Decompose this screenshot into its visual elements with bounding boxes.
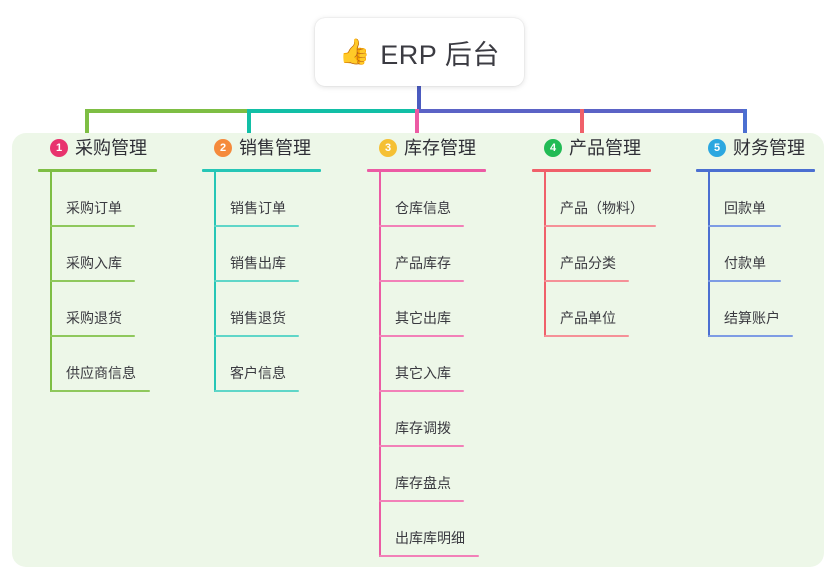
item-rule <box>214 280 299 282</box>
item-rule <box>544 225 656 227</box>
branches-panel: 1 采购管理 采购订单 采购入库 采购退货 供应商信息 <box>12 133 824 567</box>
branch-header-rule-1 <box>38 169 157 172</box>
branch-title-finance: 财务管理 <box>733 138 805 158</box>
branch-spine-5 <box>708 172 710 337</box>
branch-column-product: 4 产品管理 产品（物料） 产品分类 产品单位 <box>532 133 692 337</box>
connector-root-stem <box>417 86 421 112</box>
item-label: 其它入库 <box>395 365 451 381</box>
branch-spine-2 <box>214 172 216 392</box>
connector-drop-5 <box>743 109 747 144</box>
item-label: 出库库明细 <box>395 530 465 546</box>
item-label: 其它出库 <box>395 310 451 326</box>
item-label: 库存调拨 <box>395 420 451 436</box>
connector-drop-4 <box>580 109 584 144</box>
branch-column-finance: 5 财务管理 回款单 付款单 结算账户 <box>696 133 839 337</box>
item-rule <box>50 225 135 227</box>
branch-spine-4 <box>544 172 546 337</box>
connector-bar-segment-teal <box>247 109 419 113</box>
branch-title-purchasing: 采购管理 <box>75 138 147 158</box>
item-rule <box>379 500 464 502</box>
item-label: 产品（物料） <box>560 200 644 216</box>
item-rule <box>379 280 464 282</box>
item-label: 付款单 <box>724 255 766 271</box>
connector-bar-segment-green <box>85 109 307 113</box>
item-rule <box>708 280 781 282</box>
thumbs-up-emoji: 👍 <box>339 37 371 66</box>
item-rule <box>379 390 464 392</box>
branch-header-purchasing[interactable]: 1 采购管理 <box>38 133 188 163</box>
branch-header-rule-5 <box>696 169 815 172</box>
branch-title-inventory: 库存管理 <box>404 138 476 158</box>
branch-spine-1 <box>50 172 52 392</box>
item-rule <box>379 445 464 447</box>
branch-header-inventory[interactable]: 3 库存管理 <box>367 133 527 163</box>
item-label: 回款单 <box>724 200 766 216</box>
branch-header-rule-3 <box>367 169 486 172</box>
connector-drop-3 <box>415 109 419 144</box>
branch-badge-1: 1 <box>50 139 68 157</box>
item-label: 销售出库 <box>230 255 286 271</box>
branch-column-purchasing: 1 采购管理 采购订单 采购入库 采购退货 供应商信息 <box>38 133 188 392</box>
root-node-content: 👍 ERP 后台 <box>339 33 500 72</box>
item-rule <box>50 390 150 392</box>
branch-badge-3: 3 <box>379 139 397 157</box>
item-rule <box>544 280 629 282</box>
item-rule <box>379 335 464 337</box>
item-label: 结算账户 <box>724 310 780 326</box>
branch-column-sales: 2 销售管理 销售订单 销售出库 销售退货 客户信息 <box>202 133 352 392</box>
item-label: 客户信息 <box>230 365 286 381</box>
branch-header-rule-2 <box>202 169 321 172</box>
item-label: 采购入库 <box>66 255 122 271</box>
branch-header-sales[interactable]: 2 销售管理 <box>202 133 352 163</box>
item-rule <box>214 335 299 337</box>
item-rule <box>214 225 299 227</box>
connector-drop-1 <box>85 109 89 144</box>
item-rule <box>379 225 464 227</box>
branch-title-sales: 销售管理 <box>239 138 311 158</box>
branch-badge-5: 5 <box>708 139 726 157</box>
item-label: 仓库信息 <box>395 200 451 216</box>
item-label: 库存盘点 <box>395 475 451 491</box>
root-node-erp-backend[interactable]: 👍 ERP 后台 <box>315 18 524 86</box>
item-rule <box>214 390 299 392</box>
item-label: 采购订单 <box>66 200 122 216</box>
item-label: 采购退货 <box>66 310 122 326</box>
item-rule <box>50 335 135 337</box>
item-label: 销售退货 <box>230 310 286 326</box>
branch-header-rule-4 <box>532 169 651 172</box>
root-node-title: ERP 后台 <box>380 39 500 70</box>
branch-badge-4: 4 <box>544 139 562 157</box>
branch-header-finance[interactable]: 5 财务管理 <box>696 133 839 163</box>
branch-title-product: 产品管理 <box>569 138 641 158</box>
branch-header-product[interactable]: 4 产品管理 <box>532 133 692 163</box>
connector-drop-2 <box>247 109 251 144</box>
item-rule <box>544 335 629 337</box>
branch-spine-3 <box>379 172 381 557</box>
item-rule <box>708 225 781 227</box>
item-label: 销售订单 <box>230 200 286 216</box>
branch-column-inventory: 3 库存管理 仓库信息 产品库存 其它出库 其它入库 <box>367 133 527 557</box>
item-rule <box>50 280 135 282</box>
item-rule <box>379 555 479 557</box>
item-rule <box>708 335 793 337</box>
item-label: 产品分类 <box>560 255 616 271</box>
item-label: 供应商信息 <box>66 365 136 381</box>
branch-badge-2: 2 <box>214 139 232 157</box>
item-label: 产品单位 <box>560 310 616 326</box>
item-label: 产品库存 <box>395 255 451 271</box>
